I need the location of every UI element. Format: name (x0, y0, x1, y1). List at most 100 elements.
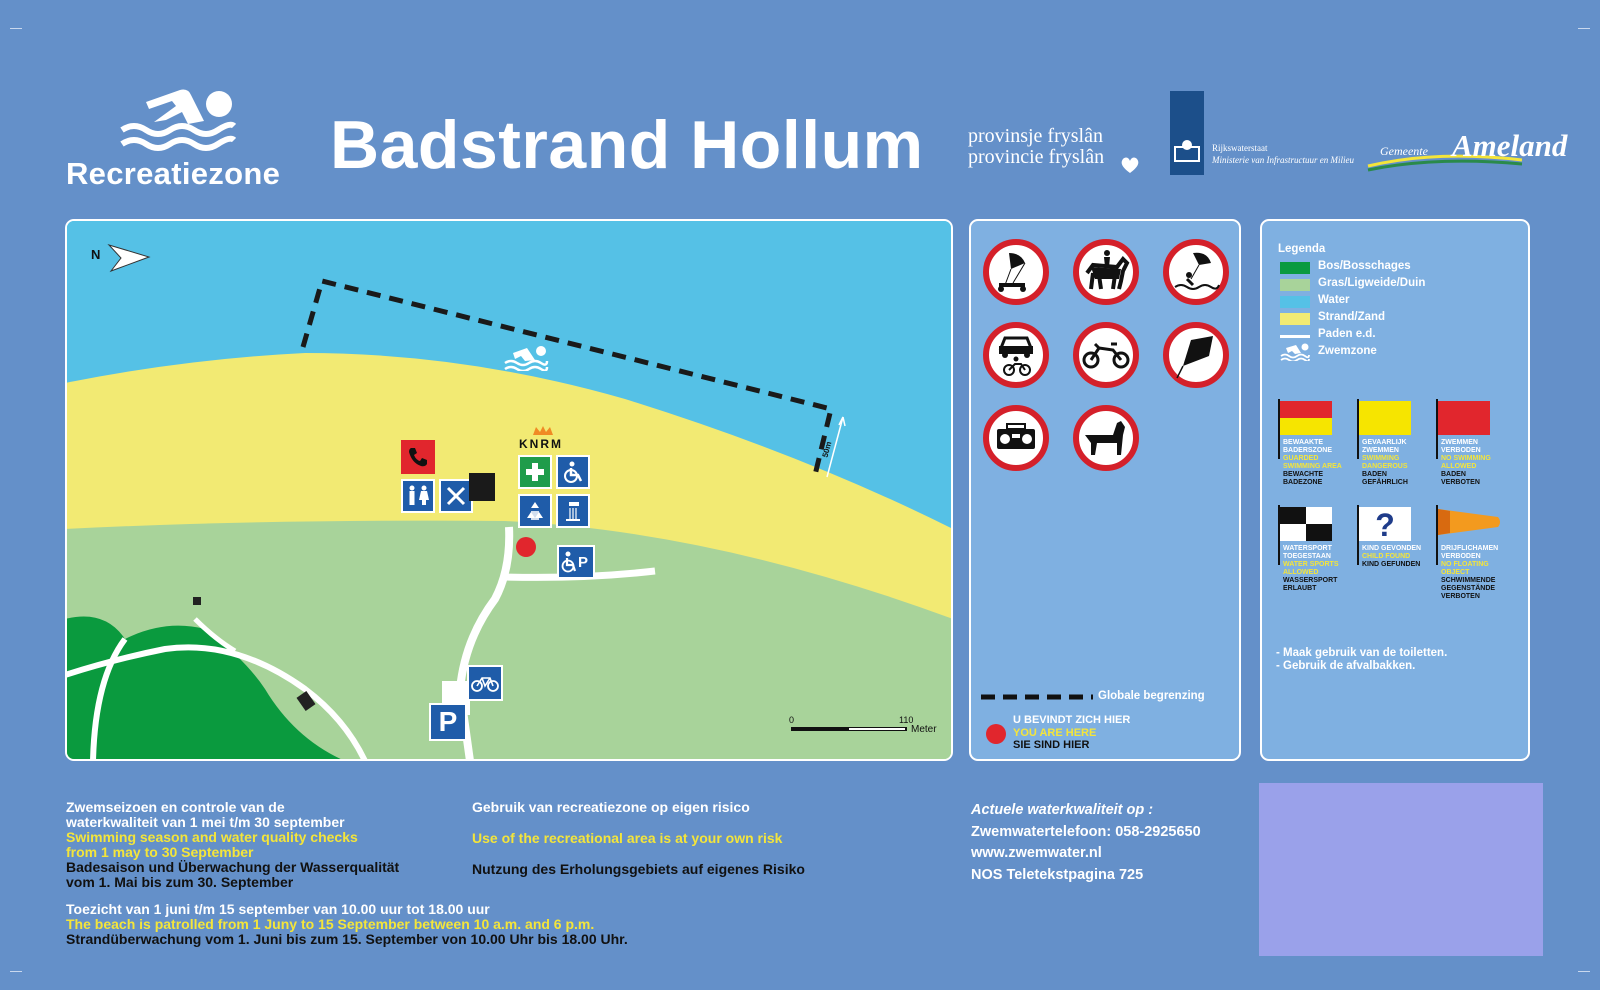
flag-1-de: BEWACHTE BADEZONE (1283, 471, 1324, 486)
info-placeholder-box (1259, 783, 1543, 956)
you-are-here-dot (986, 724, 1006, 744)
shower-icon (556, 494, 590, 528)
flag-2-nl: GEVAARLIJK ZWEMMEN (1362, 439, 1407, 454)
legend-swatch-grass (1280, 279, 1310, 291)
flag-2-de: BADEN GEFÄHRLICH (1362, 471, 1408, 486)
page-title: Badstrand Hollum (330, 107, 924, 183)
flag-5-de: KIND GEFUNDEN (1362, 561, 1421, 568)
legend-swatch-sand (1280, 313, 1310, 325)
wheelchair-icon (556, 455, 590, 489)
yellow-flag-icon (1357, 399, 1411, 459)
flag-3-de: BADEN VERBOTEN (1441, 471, 1480, 486)
legend-swatch-water (1280, 296, 1310, 308)
red-flag-icon (1436, 399, 1490, 459)
flag-6-de: SCHWIMMENDE GEGENSTÄNDE VERBOTEN (1441, 577, 1496, 600)
crop-mark (10, 959, 22, 972)
boundary-line-legend (981, 694, 1093, 700)
quality-title: Actuele waterkwaliteit op : (971, 802, 1154, 818)
disabled-parking-icon: P (557, 545, 595, 579)
quality-teletext: NOS Teletekstpagina 725 (971, 866, 1144, 883)
knrm-label: KNRM (519, 437, 563, 451)
swimmer-logo-icon (120, 89, 236, 151)
legend-panel: Legenda Bos/Bosschages Gras/Ligweide/Dui… (1260, 219, 1530, 761)
svg-text:P: P (578, 554, 588, 571)
province-line-2: provincie fryslân (968, 146, 1105, 168)
horse-rider-icon (1073, 239, 1139, 305)
legend-label-path: Paden e.d. (1318, 328, 1376, 340)
scale-bar-white (849, 728, 905, 730)
question-flag-icon: ? (1357, 505, 1411, 565)
patrol-de: Strandüberwachung vom 1. Juni bis zum 15… (66, 931, 628, 947)
parking-icon: P (429, 703, 467, 741)
radio-icon (983, 405, 1049, 471)
legend-label-grass: Gras/Ligweide/Duin (1318, 277, 1426, 289)
quality-phone: Zwemwatertelefoon: 058-2925650 (971, 823, 1201, 840)
here-en: YOU ARE HERE (1013, 726, 1097, 739)
legend-label-water: Water (1318, 294, 1350, 306)
kite-icon (1163, 322, 1229, 388)
season-de-1: Badesaison und Überwachung der Wasserqua… (66, 859, 400, 875)
legend-swatch-forest (1280, 262, 1310, 274)
flag-2-en: SWIMMING DANGEROUS (1362, 455, 1408, 470)
patrol-nl: Toezicht van 1 juni t/m 15 september van… (66, 901, 490, 917)
scale-start-label: 0 (789, 715, 795, 725)
season-info: Zwemseizoen en controle van de waterkwal… (66, 800, 399, 890)
legend-note-1: - Maak gebruik van de toiletten. (1276, 647, 1448, 659)
crown-icon (533, 426, 553, 435)
motorcycle-icon (1073, 322, 1139, 388)
flag-6-nl: DRIJFLICHAMEN VERBODEN (1441, 545, 1499, 560)
kite-buggy-icon (983, 239, 1049, 305)
legend-note-2: - Gebruik de afvalbakken. (1276, 660, 1416, 672)
scale-end-label: 110 (899, 715, 914, 725)
water-quality-info: Actuele waterkwaliteit op : Zwemwatertel… (971, 800, 1201, 886)
flag-1-en: GUARDED SWIMMING AREA (1283, 455, 1342, 470)
legend-label-sand: Strand/Zand (1318, 311, 1386, 323)
risk-nl: Gebruik van recreatiezone op eigen risic… (472, 799, 750, 815)
flag-4-text: WATERSPORT TOEGESTAAN WATER SPORTS ALLOW… (1283, 545, 1345, 593)
here-de: SIE SIND HIER (1013, 739, 1090, 751)
rijkswaterstaat-crest-icon (1170, 91, 1204, 175)
red-yellow-flag-icon (1278, 399, 1332, 459)
flag-6-en: NO FLOATING OBJECT (1441, 561, 1489, 576)
legend-swatch-path (1280, 335, 1310, 338)
season-de-2: vom 1. Mai bis zum 30. September (66, 874, 294, 890)
scale-unit-label: Meter (911, 724, 937, 735)
bicycle-icon (467, 665, 503, 701)
restaurant-icon (439, 479, 473, 513)
legend-swim-zone-icon (1280, 343, 1310, 361)
flag-1-text: BEWAAKTE BADERSZONE GUARDED SWIMMING ARE… (1283, 439, 1343, 487)
province-line-1: provinsje fryslân (968, 125, 1103, 147)
flag-1-nl: BEWAAKTE BADERSZONE (1283, 439, 1333, 454)
windsock-icon (1436, 505, 1500, 565)
legend-title: Legenda (1278, 243, 1326, 255)
rws-line-1: Rijkswaterstaat (1212, 143, 1268, 153)
you-are-here-text: U BEVINDT ZICH HIER YOU ARE HERE SIE SIN… (1013, 714, 1130, 752)
toilet-icon (401, 479, 435, 513)
flag-4-nl: WATERSPORT TOEGESTAAN (1283, 545, 1332, 560)
flag-3-en: NO SWIMMING ALLOWED (1441, 455, 1491, 470)
risk-de: Nutzung des Erholungsgebiets auf eigenes… (472, 861, 805, 877)
rijkswaterstaat-label: Rijkswaterstaat Ministerie van Infrastru… (1212, 142, 1354, 166)
swim-zone-icon (504, 346, 549, 371)
gemeente-label: Gemeente (1380, 144, 1428, 158)
north-arrow-icon (107, 243, 151, 273)
first-aid-icon (518, 455, 552, 489)
svg-text:?: ? (1375, 507, 1395, 543)
recycling-icon (518, 494, 552, 528)
flag-2-text: GEVAARLIJK ZWEMMEN SWIMMING DANGEROUS BA… (1362, 439, 1422, 487)
flag-5-en: CHILD FOUND (1362, 553, 1411, 560)
patrol-en: The beach is patrolled from 1 Juny to 15… (66, 916, 595, 932)
patrol-info: Toezicht van 1 juni t/m 15 september van… (66, 902, 628, 947)
season-en-2: from 1 may to 30 September (66, 844, 254, 860)
ameland-swoosh-icon (1367, 154, 1523, 172)
season-en-1: Swimming season and water quality checks (66, 829, 358, 845)
heart-icon (1121, 157, 1139, 173)
boundary-label: Globale begrenzing (1098, 690, 1205, 702)
crop-mark (1578, 959, 1590, 972)
flag-5-nl: KIND GEVONDEN (1362, 545, 1422, 552)
kitesurf-icon (1163, 239, 1229, 305)
north-label: N (91, 247, 101, 262)
flag-6-text: DRIJFLICHAMEN VERBODEN NO FLOATING OBJEC… (1441, 545, 1511, 601)
emergency-phone-icon (401, 440, 435, 474)
crop-mark (10, 16, 22, 29)
